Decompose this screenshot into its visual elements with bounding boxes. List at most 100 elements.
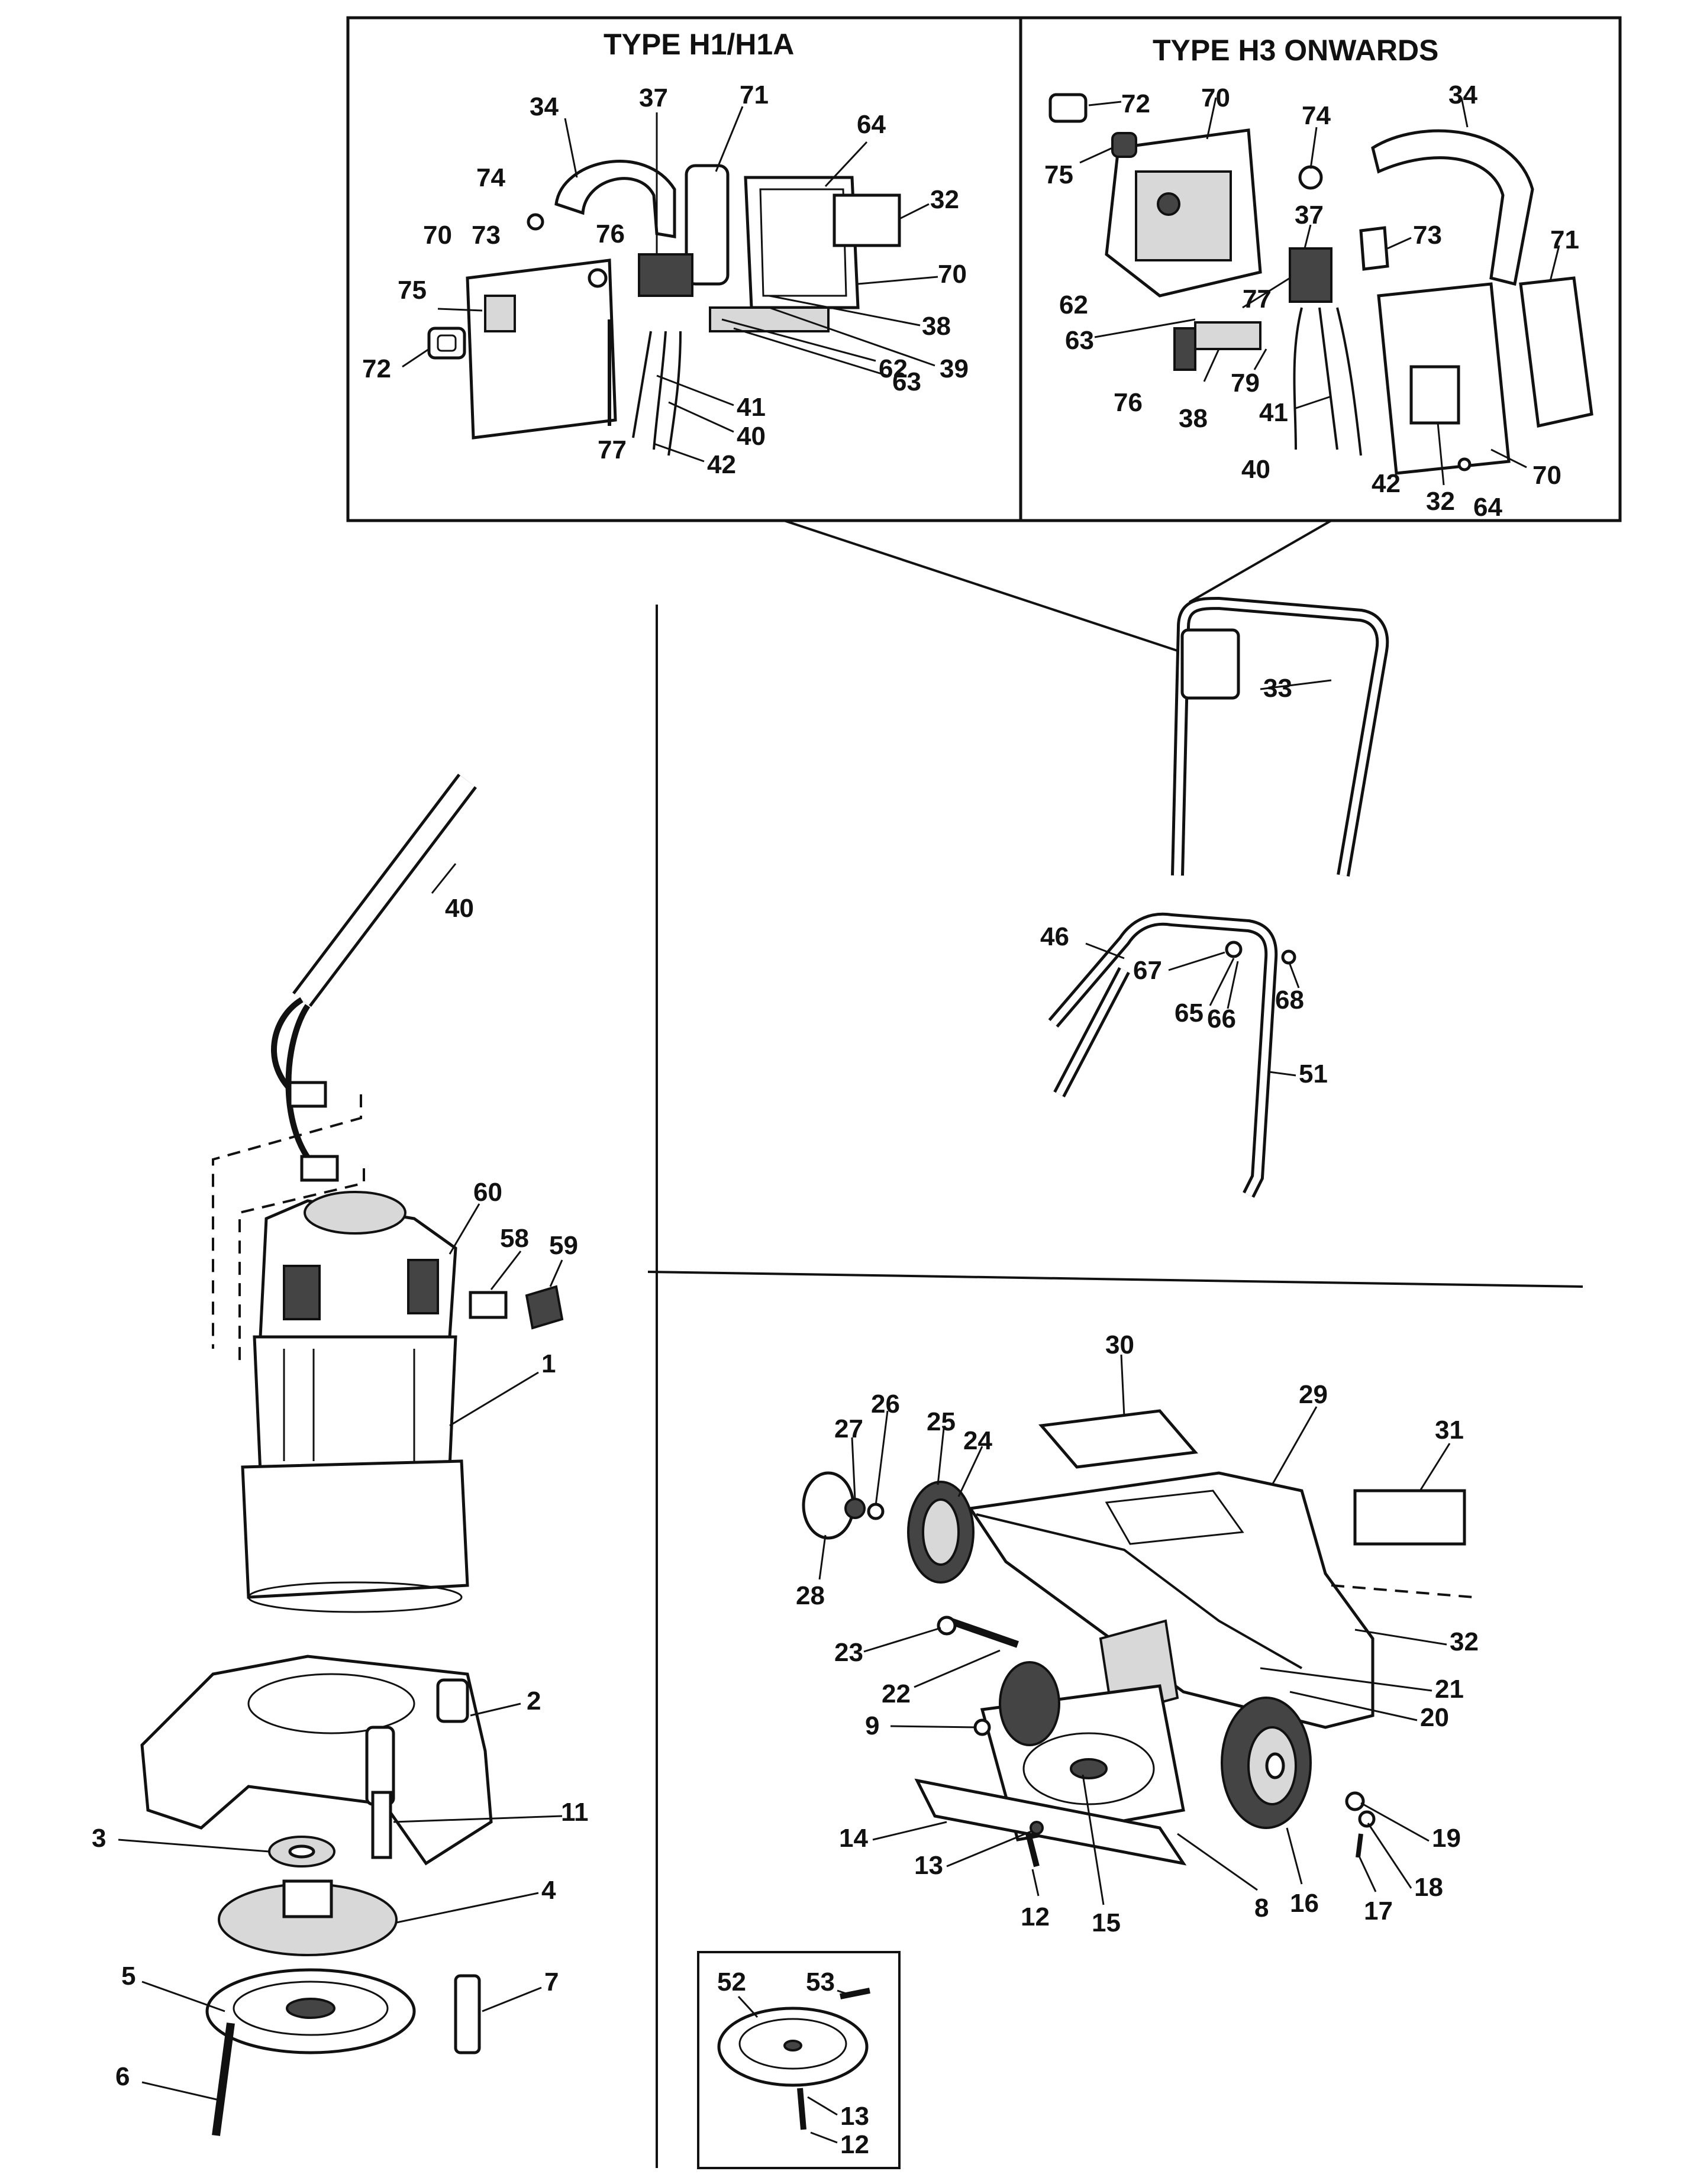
label-15: 15 <box>1092 1908 1121 1937</box>
inset-bolt-12 <box>797 2088 806 2130</box>
h1-box-inner <box>759 188 847 297</box>
motor-base <box>241 1459 469 1599</box>
brush-holder-left <box>283 1265 321 1320</box>
label-8: 8 <box>1254 1894 1269 1923</box>
leader-65 <box>1209 958 1235 1006</box>
leader-60 <box>449 1203 480 1255</box>
leader-33 <box>1260 679 1332 690</box>
label-6: 6 <box>115 2062 130 2091</box>
spring-59 <box>525 1285 564 1330</box>
h3-wire-1 <box>1293 307 1303 450</box>
blade-disc-5-inner <box>233 1981 389 2036</box>
leader-h1-70b <box>857 276 938 285</box>
label-3: 3 <box>92 1824 106 1853</box>
handle-labels: 33 46 67 65 66 68 51 <box>1040 674 1328 1088</box>
label-h1-64: 64 <box>857 110 886 139</box>
label-h3-38: 38 <box>1179 404 1208 433</box>
label-h3-75: 75 <box>1044 160 1073 189</box>
leader-h3-75 <box>1079 147 1113 164</box>
leader-53 <box>837 1989 847 1995</box>
deck-labels: 30 29 31 26 27 25 24 28 23 22 32 21 20 9… <box>796 1330 1479 1937</box>
leader-h1-64 <box>824 141 868 188</box>
clip-18 <box>1358 1810 1376 1828</box>
h3-bracket-71 <box>1519 276 1593 428</box>
h3-plate-72 <box>1048 93 1088 123</box>
washer-3-hole <box>288 1844 315 1859</box>
leader-59 <box>549 1259 563 1287</box>
leader-26 <box>875 1410 889 1506</box>
h1-clip-74 <box>527 213 544 231</box>
leader-66 <box>1227 961 1239 1009</box>
leader-52 <box>737 1995 759 2018</box>
label-67: 67 <box>1133 956 1162 985</box>
leader-h3-77 <box>1242 277 1290 309</box>
h1-knob-76 <box>588 268 608 288</box>
leader-23 <box>863 1627 941 1653</box>
label-h3-70a: 70 <box>1201 83 1230 112</box>
leader-28 <box>818 1534 827 1580</box>
leader-16 <box>1286 1827 1303 1885</box>
leader-h3-63 <box>1094 318 1196 338</box>
leader-h1-72 <box>402 348 430 368</box>
h3-knob-76 <box>1173 327 1196 371</box>
rear-wheel-back <box>999 1661 1060 1746</box>
label-h3-77: 77 <box>1243 285 1272 314</box>
label-30: 30 <box>1105 1330 1134 1359</box>
leader-32 <box>1354 1629 1447 1646</box>
leader-9 <box>890 1725 977 1729</box>
label-h3-70b: 70 <box>1532 461 1561 490</box>
leader-17 <box>1359 1857 1377 1892</box>
label-sticker-30 <box>1038 1409 1198 1469</box>
h3-housing-boss <box>1157 192 1180 216</box>
label-17: 17 <box>1364 1897 1393 1925</box>
bolt-22 <box>948 1617 1019 1648</box>
h1-switch-37 <box>638 253 693 297</box>
label-5: 5 <box>121 1962 135 1991</box>
h1-wire-1 <box>632 331 652 438</box>
label-h1-73: 73 <box>472 221 501 250</box>
h1-switch-assembly <box>402 106 938 463</box>
callout-line-h3 <box>1189 519 1332 603</box>
brush-58 <box>469 1291 508 1319</box>
leader-inset-12 <box>810 2131 838 2144</box>
h1-wire-3 <box>667 331 682 456</box>
label-19: 19 <box>1432 1824 1461 1853</box>
bolt-6 <box>212 2023 235 2136</box>
label-66: 66 <box>1207 1004 1236 1033</box>
leader-24 <box>957 1446 983 1497</box>
motor-housing-opening <box>247 1673 415 1734</box>
leader-2 <box>470 1702 521 1717</box>
leader-h3-70a <box>1206 97 1217 140</box>
bolt-12 <box>1025 1833 1040 1868</box>
terminal-1 <box>288 1081 327 1108</box>
label-59: 59 <box>549 1231 578 1260</box>
cable-lead-1 <box>271 997 304 1097</box>
screw-17 <box>1356 1833 1363 1858</box>
leader-22 <box>914 1649 1001 1688</box>
bolt-7 <box>454 1974 481 2054</box>
dashed-connector-2 <box>238 1168 365 1361</box>
leader-h3-72 <box>1088 101 1122 106</box>
h3-labels: 72 70 74 34 75 37 73 71 62 77 63 76 38 7… <box>1044 80 1579 522</box>
clip-26 <box>867 1503 885 1520</box>
label-h1-62: 62 <box>879 354 908 383</box>
h1-plate-72 <box>427 327 466 360</box>
leader-7 <box>482 1986 542 2012</box>
leader-31 <box>1419 1443 1451 1491</box>
label-motor-40: 40 <box>445 894 474 923</box>
leader-h3-79 <box>1253 348 1267 370</box>
base-plate-8-disc <box>1022 1732 1155 1805</box>
handle-switch-box <box>1180 628 1240 700</box>
label-33: 33 <box>1263 674 1292 703</box>
leader-51 <box>1269 1071 1296 1077</box>
label-h3-42: 42 <box>1372 469 1401 498</box>
leader-67 <box>1168 951 1225 971</box>
leader-h3-70b <box>1490 448 1527 469</box>
label-60: 60 <box>473 1178 502 1207</box>
h1-label-32 <box>833 193 901 247</box>
leader-11 <box>393 1815 563 1823</box>
label-65: 65 <box>1175 999 1204 1028</box>
label-20: 20 <box>1420 1703 1449 1732</box>
dashed-connector-1 <box>212 1094 362 1349</box>
h3-base-38 <box>1194 321 1261 350</box>
